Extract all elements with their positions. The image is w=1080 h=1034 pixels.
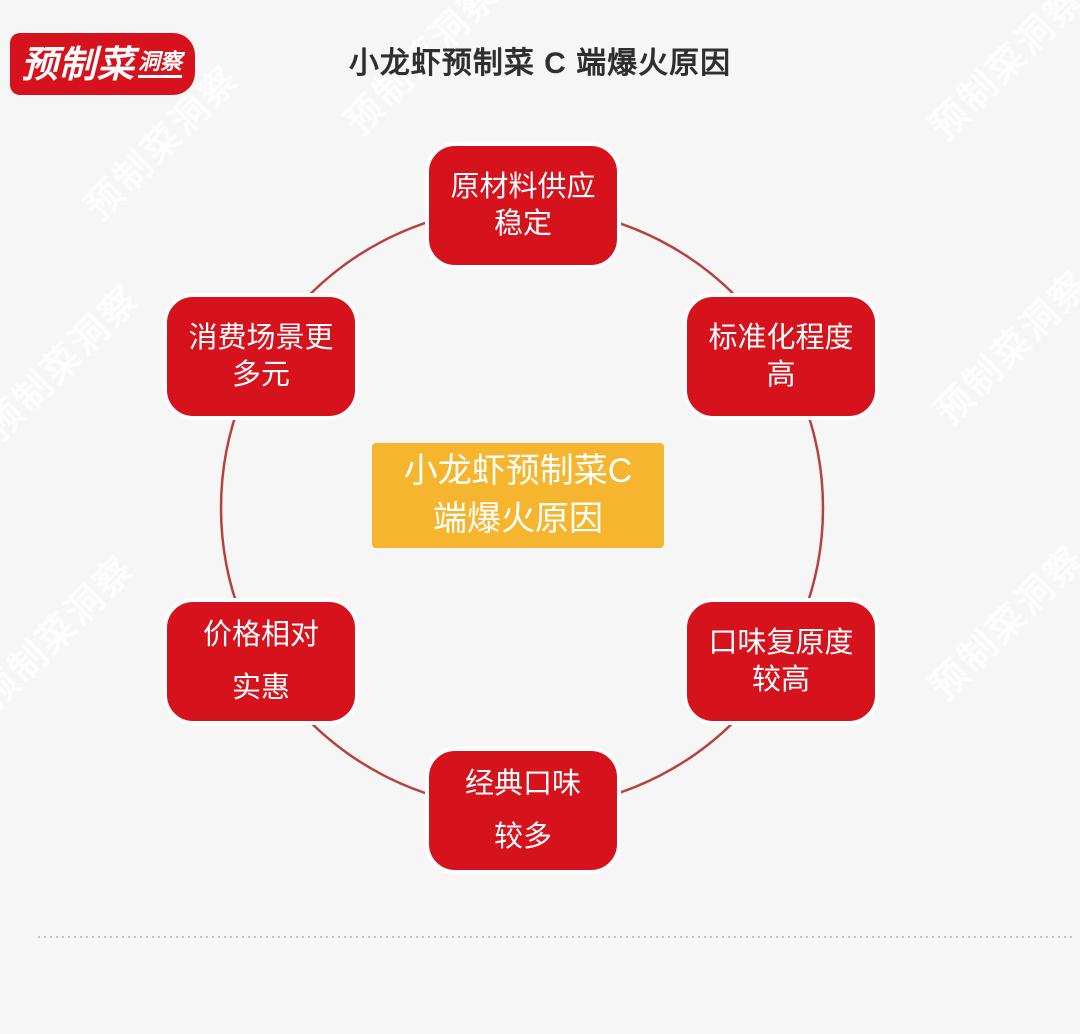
node-label-line1: 口味复原度 bbox=[708, 627, 854, 660]
node-label-line1: 标准化程度 bbox=[708, 322, 854, 355]
node-label-line2: 较高 bbox=[751, 663, 810, 696]
node-label-line2: 高 bbox=[766, 358, 796, 391]
center-topic-line2: 端爆火原因 bbox=[433, 499, 603, 538]
node-label-line1: 消费场景更 bbox=[188, 322, 334, 355]
brand-logo-main-label: 预制菜 bbox=[21, 43, 135, 85]
reason-node-classic-flavors: 经典口味 较多 bbox=[425, 747, 621, 874]
node-label-line2: 多元 bbox=[231, 358, 290, 391]
node-label-line2: 较多 bbox=[493, 820, 552, 853]
center-topic-box: 小龙虾预制菜C 端爆火原因 bbox=[372, 443, 664, 548]
center-topic-line1: 小龙虾预制菜C bbox=[403, 451, 633, 490]
brand-logo-sub-label: 洞察 bbox=[138, 50, 183, 78]
node-label-line2: 稳定 bbox=[493, 207, 552, 240]
node-label-line1: 原材料供应 bbox=[450, 171, 596, 204]
node-label-line1: 价格相对 bbox=[202, 619, 319, 652]
reason-node-taste-restore: 口味复原度 较高 bbox=[683, 598, 879, 725]
reason-node-standardization: 标准化程度 高 bbox=[683, 293, 879, 420]
node-label-line1: 经典口味 bbox=[464, 768, 581, 801]
dotted-divider bbox=[38, 936, 1072, 938]
node-label-line2: 实惠 bbox=[231, 671, 290, 704]
brand-logo: 预制菜 洞察 bbox=[10, 33, 196, 95]
reason-node-raw-material: 原材料供应 稳定 bbox=[425, 142, 621, 269]
reason-node-price: 价格相对 实惠 bbox=[163, 598, 359, 725]
reason-node-scenes: 消费场景更 多元 bbox=[163, 293, 359, 420]
page-title: 小龙虾预制菜 C 端爆火原因 bbox=[348, 47, 732, 80]
